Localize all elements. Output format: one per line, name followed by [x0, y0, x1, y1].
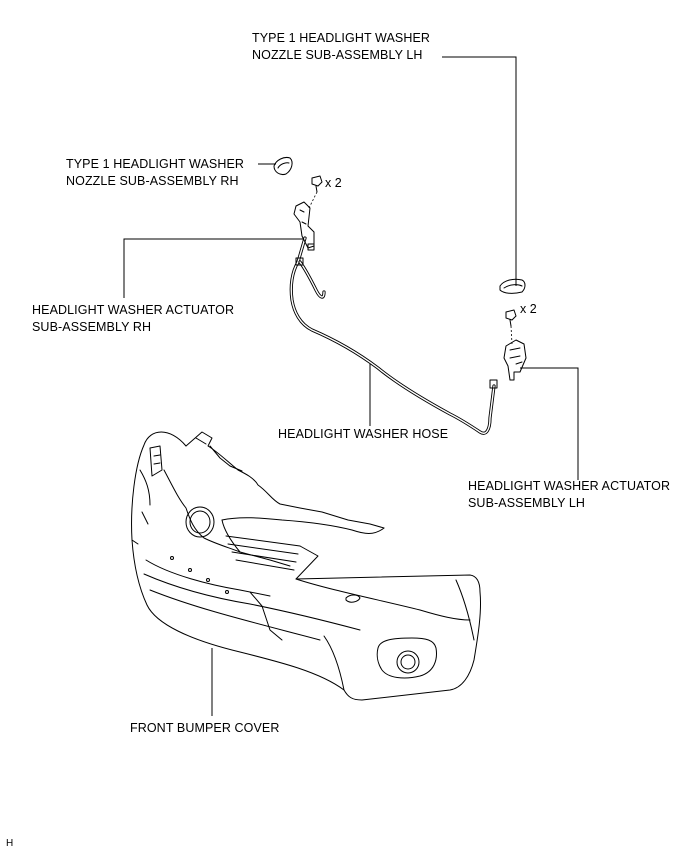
label-bumper: FRONT BUMPER COVER: [130, 721, 280, 735]
quantity-bolt-lh: x 2: [520, 302, 537, 316]
label-actuator-lh: HEADLIGHT WASHER ACTUATOR SUB-ASSEMBLY L…: [468, 478, 670, 512]
headlight-washer-hose-drawing: [289, 236, 498, 435]
label-nozzle-rh-line1: TYPE 1 HEADLIGHT WASHER: [66, 157, 245, 171]
quantity-bolt-rh: x 2: [325, 176, 342, 190]
label-actuator-lh-line1: HEADLIGHT WASHER ACTUATOR: [468, 479, 671, 493]
actuator-lh-drawing: [503, 309, 527, 381]
figure-code: H: [6, 838, 14, 849]
nozzle-lh-drawing: [499, 278, 526, 294]
label-nozzle-lh-line2: NOZZLE SUB-ASSEMBLY LH: [252, 48, 423, 62]
actuator-rh-drawing: [293, 175, 323, 251]
label-hose: HEADLIGHT WASHER HOSE: [278, 427, 449, 441]
front-bumper-cover-drawing: [131, 431, 482, 701]
label-actuator-rh-line1: HEADLIGHT WASHER ACTUATOR: [32, 303, 235, 317]
label-nozzle-rh: TYPE 1 HEADLIGHT WASHER NOZZLE SUB-ASSEM…: [66, 156, 244, 190]
leader-lines: [123, 56, 579, 716]
label-nozzle-lh-line1: TYPE 1 HEADLIGHT WASHER: [252, 31, 431, 45]
label-actuator-rh: HEADLIGHT WASHER ACTUATOR SUB-ASSEMBLY R…: [32, 302, 234, 336]
label-actuator-rh-line2: SUB-ASSEMBLY RH: [32, 320, 152, 334]
label-nozzle-lh: TYPE 1 HEADLIGHT WASHER NOZZLE SUB-ASSEM…: [252, 30, 430, 64]
label-nozzle-rh-line2: NOZZLE SUB-ASSEMBLY RH: [66, 174, 239, 188]
label-actuator-lh-line2: SUB-ASSEMBLY LH: [468, 496, 586, 510]
nozzle-rh-drawing: [273, 157, 293, 175]
